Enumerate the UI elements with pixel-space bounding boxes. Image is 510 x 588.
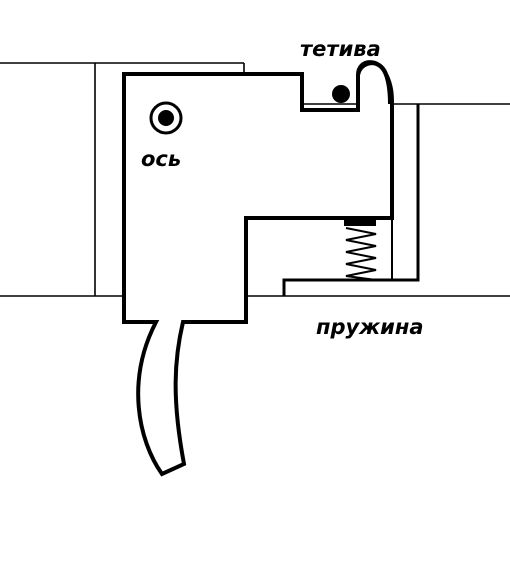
housing-wall [282,104,420,296]
axis-pin-ring [149,101,183,135]
spring-coil [345,227,377,281]
spring-cap [344,218,376,226]
string-hook [356,61,392,110]
axis-pin-core [158,110,174,126]
axis-pin [149,101,183,135]
label-axis: ось [141,147,181,171]
spring [344,218,377,281]
label-spring: пружина [316,315,424,339]
bowstring-dot [332,85,350,103]
label-string: тетива [300,37,381,61]
